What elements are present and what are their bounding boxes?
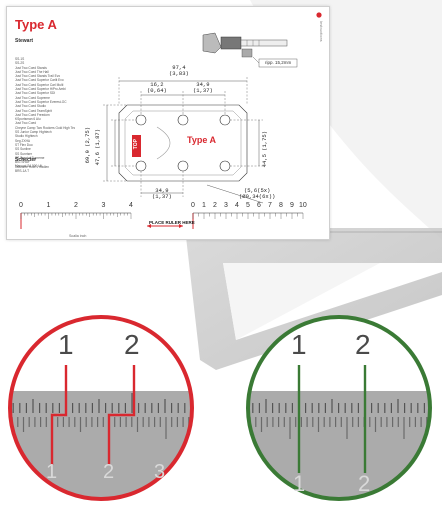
model-list-item: KSportsman 6 Alu — [15, 117, 41, 122]
dim-left-height-2: 47,6 (1,87) — [94, 129, 101, 166]
model-list-item: SS Junior Camp Hightech — [15, 130, 52, 135]
dim-left-height: 69,9 (2,75) — [84, 127, 91, 164]
inch-label: 3 — [101, 202, 106, 209]
model-list-item: BIG SHAF — [15, 160, 30, 165]
cm-label: 4 — [235, 202, 239, 209]
model-list-item: SS Special Supreme — [15, 155, 45, 160]
cm-label: 9 — [290, 202, 294, 209]
right-top-label-1: 1 — [291, 329, 307, 360]
model-list-item: Seg ZXHA — [15, 138, 31, 143]
dim-bottom: 34,9(1,37) — [152, 187, 172, 200]
dimension-callout: ripp. 15,2mm — [265, 60, 292, 65]
right-bottom-label-2: 2 — [358, 471, 371, 496]
cm-label: 10 — [299, 202, 307, 209]
model-list-item: Marconi S4 500 LN — [15, 164, 43, 169]
cm-label: 1 — [202, 202, 206, 209]
plate-drawing — [20, 12, 322, 229]
model-list-item: SS-1S — [15, 57, 25, 61]
wrong-bottom-label-1: 1 — [46, 461, 58, 483]
model-list-item: Just Two Coed — [15, 121, 37, 126]
dim-hole-diameter: (5,6(5x)(Ø0,34(6x)) — [239, 187, 276, 200]
model-list-item: Just Two Coed The Hall — [15, 69, 49, 74]
dim-hole-spacing-2: 34,9(1,37) — [193, 81, 213, 94]
inch-label: 1 — [46, 202, 51, 209]
sub-heading: Schecter — [15, 157, 37, 163]
top-badge: TOP — [132, 135, 141, 157]
cm-label: 2 — [213, 202, 217, 209]
wrong-bottom-label-2: 2 — [103, 461, 115, 483]
side-text: Instructions — [319, 21, 323, 42]
model-list-item: Just Two Coed Stands Trail Evo — [15, 74, 61, 79]
model-list-item: Just Two Coed Superior Everest-OC — [15, 99, 67, 104]
scale-name: Scalia inch — [69, 234, 87, 238]
wrong-top-label-2: 2 — [124, 329, 140, 360]
inch-label: 0 — [19, 202, 23, 209]
part-label: Type A — [187, 135, 217, 145]
sub-model-list-item: BRS-1A T — [15, 169, 30, 174]
right-bottom-label-1: 1 — [293, 471, 306, 496]
model-list-item: Just Two Coed Studio — [15, 104, 46, 109]
model-list-item: SS Sunline — [15, 147, 31, 152]
cm-label: 3 — [224, 202, 228, 209]
wrong-top-label-1: 1 — [58, 329, 74, 360]
zoom-circle-wrong: 1 2 1 2 3 — [6, 313, 196, 503]
model-list-item: Just Two Coed Superior HiPro Ambi — [15, 87, 66, 92]
inch-label: 4 — [129, 202, 133, 209]
dim-right-height: 44,5 (1,75) — [261, 131, 268, 168]
sub-model-list-item: Outcome Hold 1 Hadlen — [15, 165, 50, 169]
cm-label: 0 — [191, 202, 195, 209]
model-list-item: Just Two Coed TeamSpirit — [15, 108, 52, 113]
model-list-item: Just Two Coed Superior Carlit Evo — [15, 78, 64, 83]
dim-width: 97,4(3,83) — [169, 64, 189, 77]
model-list-item: Just Two Coed Freedom — [15, 112, 50, 117]
right-top-label-2: 2 — [355, 329, 371, 360]
model-list-item: ST Flex Duo — [15, 142, 33, 147]
zoom-right-graphic — [246, 315, 432, 501]
cm-label: 5 — [246, 202, 250, 209]
model-list-item: SS-2S — [15, 61, 25, 66]
model-list-item: Just Two Coed Superior Carl Multi — [15, 82, 64, 87]
model-list-item: Studio Hightech — [15, 134, 38, 139]
inch-label: 2 — [74, 202, 78, 209]
zoom-circle-right: 1 2 1 2 — [244, 313, 434, 503]
model-list-item: Just Two Coed Superior SDI — [15, 91, 56, 96]
zoom-wrong-graphic — [8, 315, 194, 501]
dim-hole-spacing: 16,2(0,64) — [147, 81, 167, 94]
model-list-item: Cheyne Camp Two Rockers Gold High Tech — [15, 125, 75, 130]
wrong-bottom-label-3: 3 — [154, 461, 166, 483]
place-ruler-text: PLACE RULER HERE — [149, 220, 195, 225]
section-heading: Stewart — [15, 38, 34, 44]
model-list-item: Just Two Coed Supreme — [15, 95, 50, 100]
sheet-title: Type A — [15, 17, 57, 32]
cm-label: 7 — [268, 202, 272, 209]
cm-label: 8 — [279, 202, 283, 209]
cm-label: 6 — [257, 202, 261, 209]
model-list-item: Just Two Coed Stands — [15, 65, 47, 70]
model-list-item: SS Sunriser — [15, 151, 33, 156]
